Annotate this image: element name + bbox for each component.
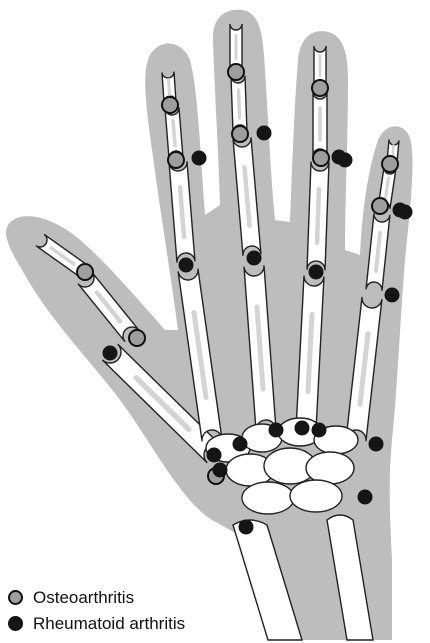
rheumatoid-arthritis-joint-marker (257, 126, 272, 141)
rheumatoid-arthritis-joint-marker (269, 423, 284, 438)
rheumatoid-arthritis-joint-marker (207, 448, 222, 463)
carpal-bone-7 (242, 482, 294, 514)
rheumatoid-arthritis-joint-marker (358, 490, 373, 505)
rheumatoid-arthritis-joint-marker (233, 437, 248, 452)
rheumatoid-arthritis-joint-marker (103, 346, 118, 361)
legend: Osteoarthritis Rheumatoid arthritis (8, 584, 308, 636)
osteoarthritis-joint-marker (162, 97, 178, 113)
black-dot-icon (8, 616, 23, 631)
osteoarthritis-joint-marker (77, 264, 93, 280)
osteoarthritis-joint-marker (312, 80, 328, 96)
legend-label-rheumatoid-arthritis: Rheumatoid arthritis (33, 615, 185, 632)
osteoarthritis-joint-marker (382, 156, 398, 172)
osteoarthritis-joint-marker (372, 198, 388, 214)
rheumatoid-arthritis-joint-marker (295, 421, 310, 436)
rheumatoid-arthritis-joint-marker (179, 258, 194, 273)
rheumatoid-arthritis-joint-marker (247, 251, 262, 266)
osteoarthritis-joint-marker (168, 152, 184, 168)
carpal-bone-6 (306, 452, 354, 484)
bone-shading-4 (173, 121, 175, 146)
bone-shading-13 (317, 189, 319, 243)
osteoarthritis-joint-marker (129, 330, 145, 346)
gray-circle-icon (8, 590, 23, 605)
osteoarthritis-joint-marker (313, 150, 329, 166)
rheumatoid-arthritis-joint-marker (385, 288, 400, 303)
rheumatoid-arthritis-joint-marker (213, 463, 228, 478)
osteoarthritis-joint-marker (232, 126, 248, 142)
rheumatoid-arthritis-joint-marker (192, 151, 207, 166)
bone-shading-3 (169, 80, 170, 95)
carpal-bone-8 (290, 480, 342, 512)
bone-shading-15 (393, 146, 394, 157)
bone-shading-8 (239, 90, 240, 118)
legend-label-osteoarthritis: Osteoarthritis (33, 589, 134, 606)
rheumatoid-arthritis-joint-marker (309, 265, 324, 280)
legend-item-osteoarthritis: Osteoarthritis (8, 584, 308, 610)
rheumatoid-arthritis-joint-marker (312, 423, 327, 438)
rheumatoid-arthritis-joint-marker (398, 205, 413, 220)
legend-item-rheumatoid-arthritis: Rheumatoid arthritis (8, 610, 308, 636)
rheumatoid-arthritis-joint-marker (369, 437, 384, 452)
rheumatoid-arthritis-joint-marker (239, 520, 254, 535)
rheumatoid-arthritis-joint-marker (338, 153, 353, 168)
osteoarthritis-joint-marker (228, 64, 244, 80)
